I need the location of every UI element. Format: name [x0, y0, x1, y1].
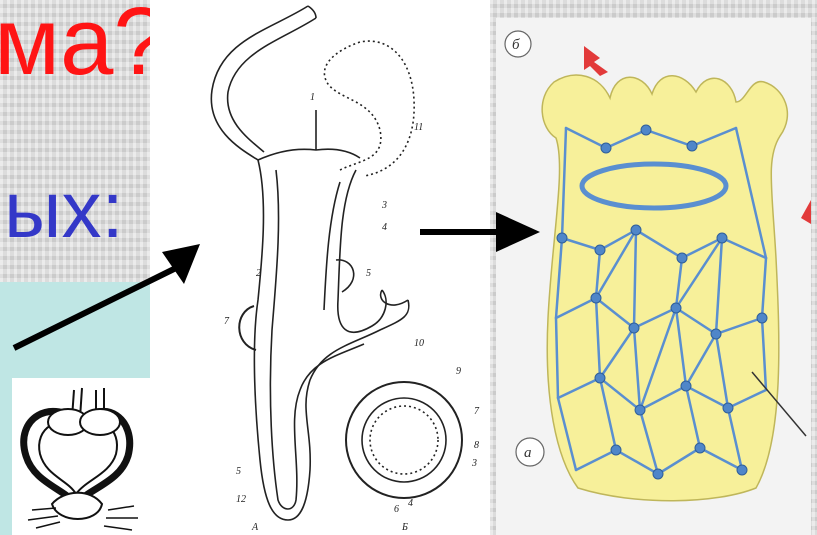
organ-illustration	[12, 378, 154, 535]
hydra-label: 12	[236, 494, 246, 505]
organ-drawing	[12, 378, 154, 535]
hydra-label: 6	[394, 504, 399, 515]
hydra-label: 3	[471, 458, 477, 469]
figure-caption-a: А	[251, 522, 259, 533]
label-b: б	[512, 37, 520, 53]
hydra-label: 4	[382, 222, 387, 233]
hydra-label: 3	[381, 200, 387, 211]
nerve-net-figure: б а	[496, 18, 811, 535]
hydra-label: 9	[456, 366, 461, 377]
label-a: а	[524, 445, 532, 461]
hydra-label: 1	[310, 92, 315, 103]
figure-caption-b: Б	[401, 522, 408, 533]
hydra-label: 8	[474, 440, 479, 451]
hydra-label: 4	[408, 498, 413, 509]
hydra-label: 5	[366, 268, 371, 279]
nerve-net-drawing: б а	[496, 18, 811, 535]
hydra-section-drawing: 1 11 3 4 2 5 7 10 9 12 5 6 4 3 8 7 А Б	[150, 0, 490, 535]
hydra-label: 7	[474, 406, 480, 417]
hydra-label: 10	[414, 338, 424, 349]
hydra-section-figure: 1 11 3 4 2 5 7 10 9 12 5 6 4 3 8 7 А Б	[150, 0, 490, 535]
hydra-label: 11	[414, 122, 423, 133]
hydra-label: 7	[224, 316, 230, 327]
slide-title-fragment: ма?	[0, 0, 167, 90]
hydra-label: 2	[256, 268, 261, 279]
hydra-label: 5	[236, 466, 241, 477]
slide-subtitle-fragment: ых:	[4, 170, 124, 250]
marker-arrow-icon	[584, 46, 608, 76]
